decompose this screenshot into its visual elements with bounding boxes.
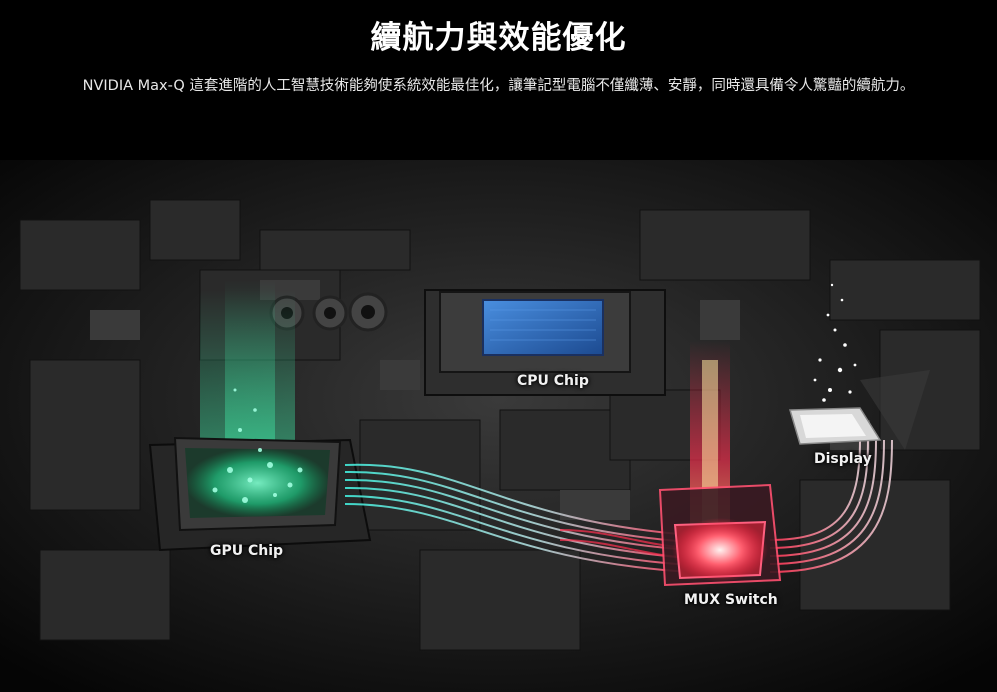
page-title: 續航力與效能優化 xyxy=(370,20,627,56)
cpu-chip-label: CPU Chip xyxy=(517,373,589,389)
display-label: Display xyxy=(814,451,872,467)
circuit-board-illustration xyxy=(0,160,997,692)
architecture-diagram: GPU Chip CPU Chip Display MUX Switch xyxy=(0,160,997,692)
mux-switch-label: MUX Switch xyxy=(684,592,778,608)
page-description: NVIDIA Max-Q 這套進階的人工智慧技術能夠使系統效能最佳化，讓筆記型電… xyxy=(82,78,915,94)
gpu-chip-label: GPU Chip xyxy=(210,543,284,559)
